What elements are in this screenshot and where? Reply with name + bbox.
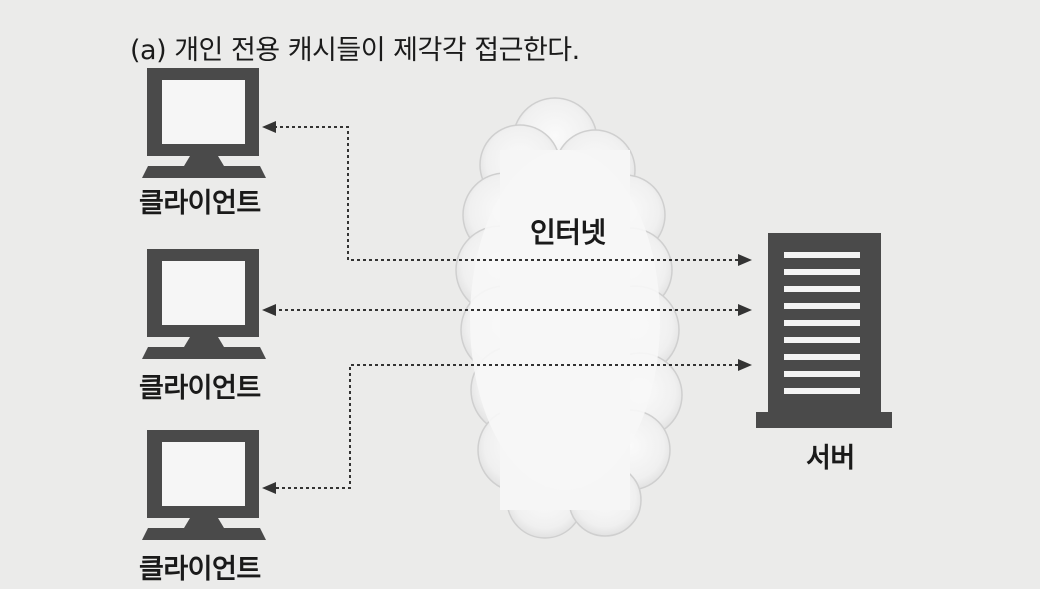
arrowheads: [262, 121, 752, 494]
client-computer-icon-1: [142, 68, 266, 178]
arrowhead-client1: [262, 121, 276, 133]
arrowhead-server-top: [738, 254, 752, 266]
connection-client3: [274, 364, 738, 489]
client-label-2: 클라이언트: [139, 373, 261, 404]
internet-label: 인터넷: [530, 216, 606, 249]
arrowhead-server-mid: [738, 304, 752, 316]
client-label-3: 클라이언트: [139, 554, 261, 585]
arrowhead-server-bot: [738, 359, 752, 371]
server-label: 서버: [806, 443, 855, 474]
connections: [274, 126, 738, 489]
arrowhead-client2: [262, 304, 276, 316]
internet-cloud: [455, 97, 683, 539]
client-computer-icon-3: [142, 430, 266, 540]
client-label-1: 클라이언트: [139, 188, 261, 219]
arrowhead-client3: [262, 482, 276, 494]
connection-client1: [274, 126, 738, 261]
server-icon: [756, 233, 892, 428]
figure-caption: (a) 개인 전용 캐시들이 제각각 접근한다.: [130, 35, 580, 66]
client-computer-icon-2: [142, 249, 266, 359]
